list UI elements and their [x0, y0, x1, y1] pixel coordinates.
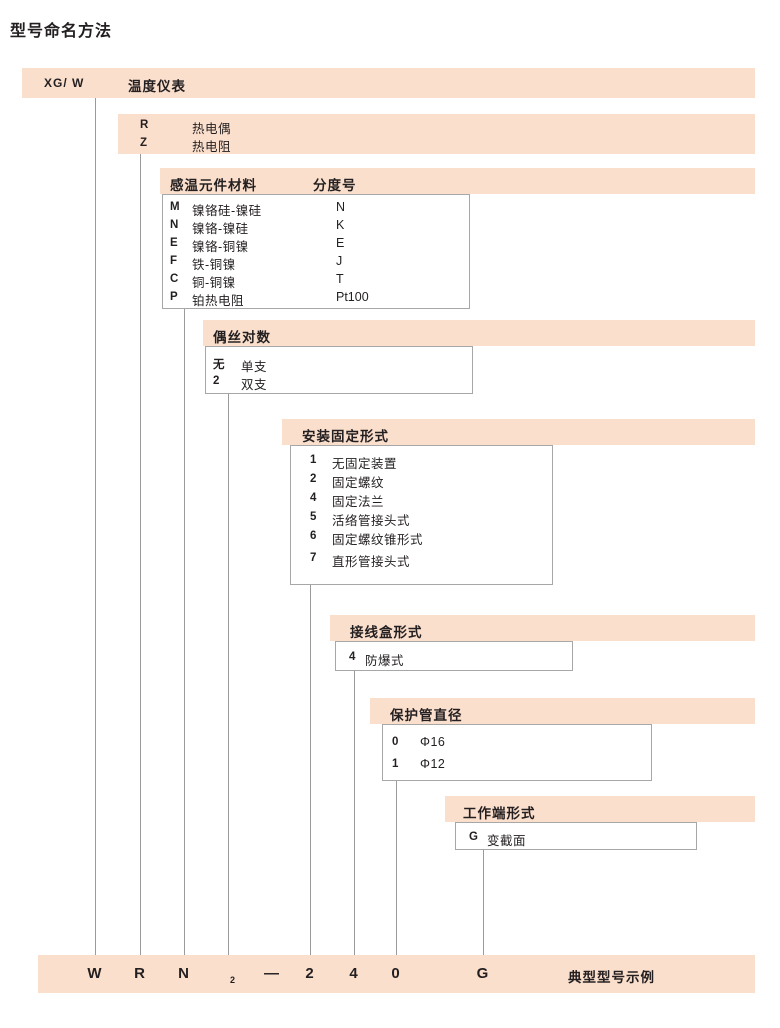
option-desc: 铁-铜镍: [192, 258, 236, 272]
example-char-6: 4: [349, 965, 359, 982]
example-char-1: R: [134, 965, 146, 982]
option-code: 无: [213, 359, 225, 371]
example-char-8: G: [476, 965, 490, 982]
option-desc: Φ16: [420, 735, 446, 749]
band-instrument: [22, 68, 755, 98]
option-code: Z: [140, 137, 148, 149]
option-desc: 镍铬-镍硅: [192, 222, 249, 236]
option-grade: J: [336, 254, 343, 268]
band-junction-box: [330, 615, 755, 641]
connector-line-type: [140, 154, 141, 955]
option-grade: T: [336, 272, 344, 286]
optbox-material: [162, 194, 470, 309]
connector-line-tube-diameter: [396, 781, 397, 955]
option-code: 1: [310, 454, 317, 466]
option-code: P: [170, 291, 178, 303]
code-instrument: XG/ W: [44, 76, 85, 90]
example-char-3-subscript: 2: [230, 975, 236, 985]
option-code: 0: [392, 736, 399, 748]
option-grade: Pt100: [336, 290, 369, 304]
example-char-5: 2: [305, 965, 315, 982]
band-tube-diameter: [370, 698, 755, 724]
option-desc: 镍铬-铜镍: [192, 240, 249, 254]
example-band: [38, 955, 755, 993]
label-working-end: 工作端形式: [463, 806, 536, 821]
option-code: 5: [310, 511, 317, 523]
option-code: 2: [310, 473, 317, 485]
option-desc: 固定法兰: [332, 495, 385, 509]
option-desc: 无固定装置: [332, 457, 398, 471]
option-desc: 镍铬硅-镍硅: [192, 204, 262, 218]
option-code: N: [170, 219, 179, 231]
option-code: C: [170, 273, 179, 285]
option-desc: 双支: [241, 378, 268, 392]
option-code: 4: [349, 651, 356, 663]
connector-line-junction-box: [354, 671, 355, 955]
option-desc: 活络管接头式: [332, 514, 411, 528]
option-desc: 单支: [241, 360, 268, 374]
option-desc: Φ12: [420, 757, 446, 771]
label-tube-diameter: 保护管直径: [390, 708, 463, 723]
connector-line-material: [184, 309, 185, 955]
option-desc: 直形管接头式: [332, 555, 411, 569]
option-desc: 铂热电阻: [192, 294, 245, 308]
connector-line-instrument: [95, 98, 96, 955]
optbox-wire-pairs: [205, 346, 473, 394]
band-wire-pairs: [203, 320, 755, 346]
option-desc: 热电阻: [192, 140, 232, 154]
optbox-junction-box: [335, 641, 573, 671]
example-char-7: 0: [391, 965, 401, 982]
option-code: 2: [213, 375, 220, 387]
example-char-4: —: [264, 965, 280, 982]
band-working-end: [445, 796, 755, 822]
band-type: [118, 114, 755, 154]
page-title: 型号命名方法: [10, 23, 113, 40]
label-wire-pairs: 偶丝对数: [213, 330, 271, 345]
option-grade: N: [336, 200, 346, 214]
option-grade: K: [336, 218, 345, 232]
example-char-0: W: [87, 965, 103, 982]
option-grade: E: [336, 236, 345, 250]
option-desc: 防爆式: [365, 654, 405, 668]
band-mounting: [282, 419, 755, 445]
option-code: 4: [310, 492, 317, 504]
option-code: 7: [310, 552, 317, 564]
connector-line-mounting: [310, 585, 311, 955]
label-material: 感温元件材料: [170, 178, 257, 193]
option-desc: 固定螺纹: [332, 476, 385, 490]
option-code: G: [469, 831, 478, 843]
option-code: E: [170, 237, 178, 249]
option-code: F: [170, 255, 178, 267]
option-code: 1: [392, 758, 399, 770]
option-desc: 铜-铜镍: [192, 276, 236, 290]
example-note: 典型型号示例: [568, 970, 655, 985]
label-instrument: 温度仪表: [128, 79, 186, 94]
optbox-mounting: [290, 445, 553, 585]
band-material: [160, 168, 755, 194]
option-desc: 固定螺纹锥形式: [332, 533, 424, 547]
option-desc: 变截面: [487, 834, 527, 848]
connector-line-working-end: [483, 850, 484, 955]
option-code: 6: [310, 530, 317, 542]
label-junction-box: 接线盒形式: [350, 625, 423, 640]
option-code: R: [140, 119, 149, 131]
example-char-2: N: [178, 965, 190, 982]
label-mounting: 安装固定形式: [302, 429, 389, 444]
option-code: M: [170, 201, 180, 213]
label-material-grade: 分度号: [313, 178, 357, 193]
option-desc: 热电偶: [192, 122, 232, 136]
connector-line-wire-pairs: [228, 394, 229, 955]
optbox-tube-diameter: [382, 724, 652, 781]
optbox-working-end: [455, 822, 697, 850]
